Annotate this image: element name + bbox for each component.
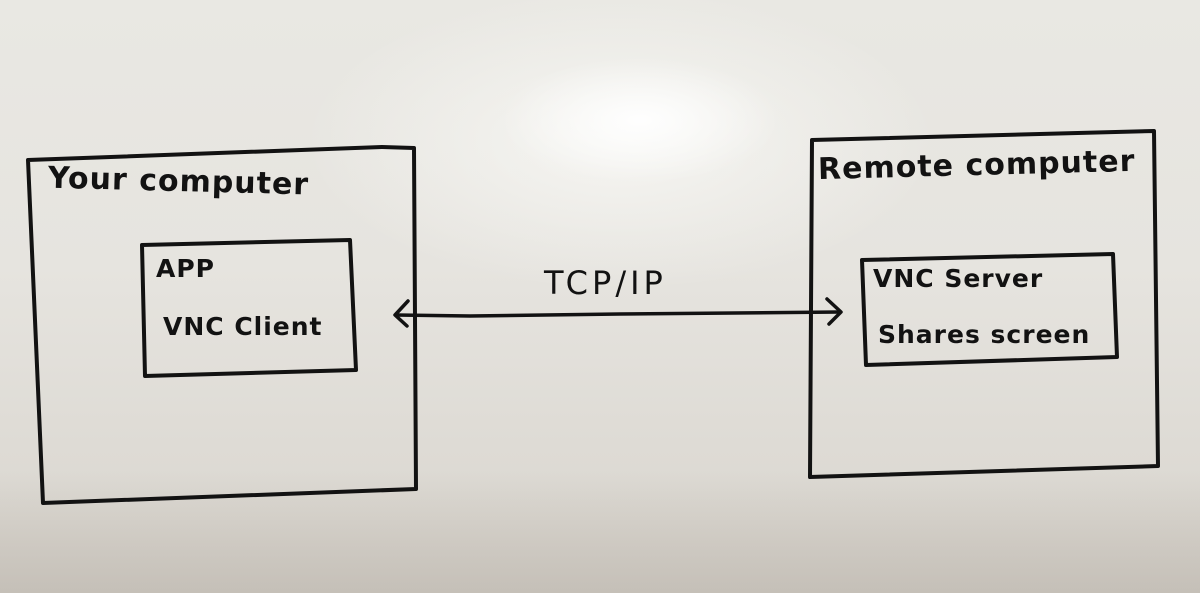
- shares-screen-label: Shares screen: [878, 320, 1091, 349]
- vnc-server-label: VNC Server: [873, 264, 1044, 293]
- tcp-ip-label: TCP/IP: [544, 264, 667, 302]
- arrowhead-right: [825, 297, 843, 326]
- remote-computer-box: [808, 129, 1160, 479]
- app-label: APP: [156, 254, 215, 283]
- vnc-client-label: VNC Client: [163, 312, 323, 341]
- vnc-client-box: [140, 238, 358, 378]
- your-computer-title: Your computer: [47, 160, 310, 203]
- your-computer-box: [26, 145, 418, 505]
- vnc-server-box: [860, 252, 1119, 367]
- arrowhead-left: [393, 299, 410, 328]
- tcp-connection-line: [394, 310, 842, 318]
- lower-shadow: [0, 470, 1200, 593]
